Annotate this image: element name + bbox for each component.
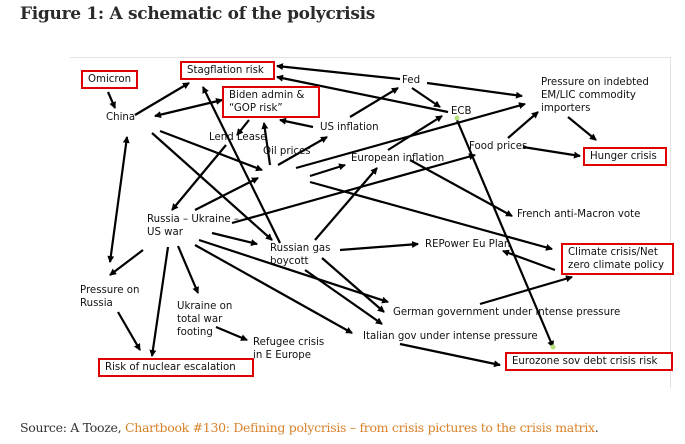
arrow-gas-boycott-to-italian-gov xyxy=(304,269,383,325)
arrow-war-to-pressure-russia xyxy=(109,249,144,276)
node-european-inflation: European inflation xyxy=(351,153,445,164)
arrow-gas-boycott-to-eu-inflation xyxy=(314,167,378,241)
arrow-oil-prices-to-climate xyxy=(309,180,553,251)
arrow-omicron-to-china xyxy=(106,91,117,109)
node-stagflation-risk: Stagflation risk xyxy=(180,61,275,80)
node-russia-ukraine-war: Russia – Ukraine – US war xyxy=(147,214,240,238)
figure-frame xyxy=(70,57,671,388)
arrow-gas-boycott-to-german-gov xyxy=(321,257,385,313)
arrow-china-to-pressure-russia xyxy=(107,136,130,263)
arrow-war-to-nuclear xyxy=(149,246,170,357)
source-prefix: Source: A Tooze, xyxy=(20,420,125,435)
arrow-china-to-oil-prices xyxy=(159,129,263,172)
arrow-war-to-german-gov xyxy=(198,238,389,304)
node-climate-crisis: Climate crisis/Net zero climate policy xyxy=(561,243,674,275)
node-nuclear-escalation: Risk of nuclear escalation xyxy=(98,358,254,377)
arrow-food-prices-to-hunger xyxy=(522,145,581,159)
arrow-eu-inflation-to-french-vote xyxy=(409,159,513,217)
arrow-oil-prices-to-us-inflation xyxy=(277,136,328,166)
figure-title: Figure 1: A schematic of the polycrisis xyxy=(20,4,376,24)
source-suffix: . xyxy=(594,420,599,435)
arrow-gas-boycott-to-repower xyxy=(339,240,419,252)
node-refugee-crisis: Refugee crisis in E Europe xyxy=(253,337,325,361)
node-italian-gov: Italian gov under intense pressure xyxy=(363,331,538,342)
source-caption: Source: A Tooze, Chartbook #130: Definin… xyxy=(20,420,599,435)
arrow-us-inflation-to-fed xyxy=(349,87,399,118)
node-lend-lease: Lend Lease xyxy=(209,132,267,143)
arrow-pressure-russia-to-nuclear xyxy=(117,311,141,351)
connector-dot xyxy=(550,344,556,350)
arrow-fed-to-ecb xyxy=(411,87,441,108)
node-eurozone-debt-crisis: Eurozone sov debt crisis risk xyxy=(505,352,674,371)
arrow-pressure-em-to-hunger xyxy=(567,116,597,141)
arrow-ecb-to-stagflation xyxy=(276,74,449,114)
arrow-china-to-biden xyxy=(154,97,223,119)
node-french-vote: French anti-Macron vote xyxy=(517,209,641,220)
node-german-government: German government under intense pressure xyxy=(393,307,621,318)
arrow-ukraine-footing-to-refugee xyxy=(215,325,248,342)
node-oil-prices: Oil prices xyxy=(263,146,311,157)
connector-dot xyxy=(454,115,460,121)
arrow-biden-to-lend-lease xyxy=(236,119,250,136)
node-food-prices: Food prices xyxy=(469,141,528,152)
arrow-war-to-italian-gov xyxy=(194,244,353,334)
node-omicron: Omicron xyxy=(81,70,139,89)
node-ukraine-war-footing: Ukraine on total war footing xyxy=(177,301,233,338)
arrow-war-to-oil-prices xyxy=(194,177,259,211)
arrow-eu-inflation-to-ecb xyxy=(387,115,443,151)
node-fed: Fed xyxy=(402,75,421,86)
node-hunger-crisis: Hunger crisis xyxy=(583,147,667,166)
arrow-italian-gov-to-eurozone xyxy=(399,342,501,368)
arrow-oil-prices-to-biden xyxy=(261,122,272,166)
arrow-gas-boycott-to-stagflation xyxy=(202,86,281,244)
node-repower-eu: REPower Eu Plan xyxy=(425,239,511,250)
arrow-war-to-ukraine-footing xyxy=(176,245,200,294)
arrow-food-prices-to-pressure-em xyxy=(507,111,539,139)
node-pressure-on-russia: Pressure on Russia xyxy=(80,285,140,309)
arrow-war-to-food-prices xyxy=(231,153,476,225)
arrow-oil-prices-to-eu-inflation xyxy=(309,163,346,178)
node-china: China xyxy=(106,112,136,123)
node-pressure-em: Pressure on indebted EM/LIC commodity im… xyxy=(541,77,649,114)
arrow-war-to-gas-boycott xyxy=(211,231,258,246)
arrow-climate-to-repower xyxy=(502,249,556,272)
source-link[interactable]: Chartbook #130: Defining polycrisis – fr… xyxy=(124,420,595,435)
node-biden-admin: Biden admin & “GOP risk” xyxy=(222,86,321,118)
node-us-inflation: US inflation xyxy=(320,122,379,133)
node-russian-gas-boycott: Russian gas boycott xyxy=(270,243,331,267)
arrow-us-inflation-to-biden xyxy=(279,117,314,129)
arrow-fed-to-pressure-em xyxy=(426,81,523,99)
arrow-lend-lease-to-war xyxy=(171,144,227,211)
node-ecb: ECB xyxy=(451,106,472,117)
arrow-china-to-gas-boycott xyxy=(151,132,273,241)
arrow-german-gov-to-climate xyxy=(479,275,573,306)
arrow-fed-to-stagflation xyxy=(276,63,401,81)
arrow-ecb-to-eurozone xyxy=(455,119,555,348)
